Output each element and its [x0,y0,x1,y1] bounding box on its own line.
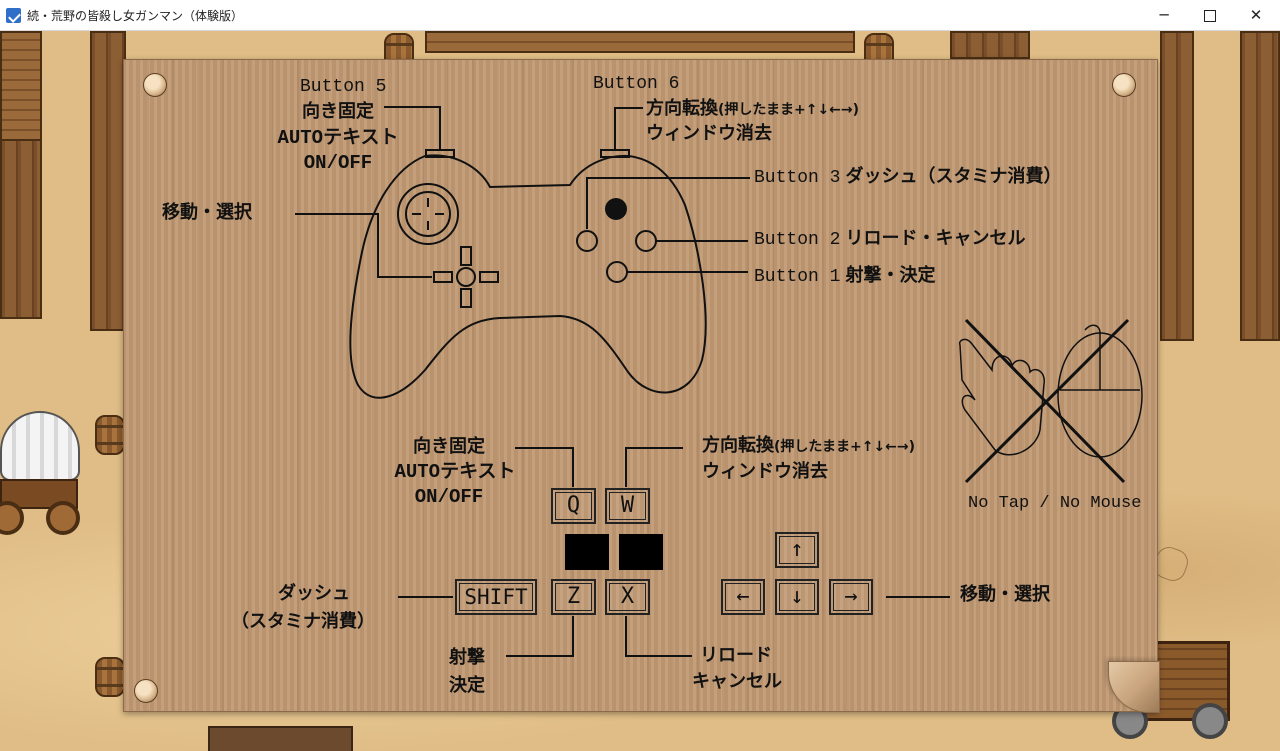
window-titlebar: 続・荒野の皆殺し女ガンマン（体験版） ─ ✕ [0,0,1280,31]
rivet-icon [134,679,158,703]
building-wall-left [0,139,42,319]
key-right: → [829,579,873,615]
wagon-wheel [46,501,80,535]
building-roof-left [0,31,42,141]
barrel [95,657,125,697]
key-up: ↑ [775,532,819,568]
key-w: W [605,488,650,524]
building-wall-left-2 [90,31,126,331]
maximize-button[interactable] [1187,0,1233,31]
x-desc-line2: キャンセル [692,671,782,692]
stick-desc: 移動・選択 [162,202,252,223]
button5-name: Button 5 [300,77,387,97]
cart-wheel [1192,703,1228,739]
window-title: 続・荒野の皆殺し女ガンマン（体験版） [27,9,244,23]
button5-desc-line1: 向き固定 [302,101,374,122]
close-button[interactable]: ✕ [1233,0,1279,31]
minimize-icon: ─ [1159,6,1169,24]
button6-desc-line1: 方向転換(押したまま+↑↓←→) [646,98,860,119]
maximize-icon [1204,10,1216,22]
key-down: ↓ [775,579,819,615]
shift-desc-line1: ダッシュ [278,583,350,604]
arrows-desc: 移動・選択 [960,584,1050,605]
key-shift: SHIFT [455,579,537,615]
q-desc-line3: ON/OFF [414,486,484,508]
w-desc-line2: ウィンドウ消去 [702,461,828,482]
button1-label: Button 1 射撃・決定 [754,265,936,287]
w-desc-line1: 方向転換(押したまま+↑↓←→) [702,435,916,456]
key-blackout [619,534,663,570]
z-desc-line1: 射撃 [449,647,485,668]
button5-desc-line2: AUTOテキスト [277,127,399,149]
button3-label: Button 3 ダッシュ（スタミナ消費） [754,166,1062,188]
no-touch-label: No Tap / No Mouse [968,494,1142,513]
building-roof-top [425,31,855,53]
minimize-button[interactable]: ─ [1141,0,1187,31]
button2-label: Button 2 リロード・キャンセル [754,228,1026,250]
analog-stick-icon [397,183,459,245]
face-button-2-icon [635,230,657,252]
building-wall-right-3 [1240,31,1280,341]
z-desc-line2: 決定 [449,675,485,696]
button5-desc-line3: ON/OFF [303,152,373,174]
q-desc-line1: 向き固定 [413,436,485,457]
close-icon: ✕ [1249,6,1263,24]
shift-desc-line2: （スタミナ消費） [231,611,375,632]
x-desc-line1: リロード [700,645,772,666]
building-wall-right [950,31,1030,59]
key-x: X [605,579,650,615]
q-desc-line2: AUTOテキスト [394,461,516,483]
dpad-icon [433,246,499,308]
face-button-2-left-icon [576,230,598,252]
app-icon [6,8,21,23]
wooden-sign [208,726,353,751]
button6-name: Button 6 [593,74,680,94]
key-left: ← [721,579,765,615]
face-button-3-icon [605,198,627,220]
barrel [95,415,125,455]
rivet-icon [143,73,167,97]
key-blackout [565,534,609,570]
rivet-icon [1112,73,1136,97]
building-wall-right-2 [1160,31,1194,341]
key-q: Q [551,488,596,524]
key-z: Z [551,579,596,615]
face-button-1-icon [606,261,628,283]
button6-desc-line2: ウィンドウ消去 [646,123,772,144]
no-touch-icon [958,324,1143,458]
